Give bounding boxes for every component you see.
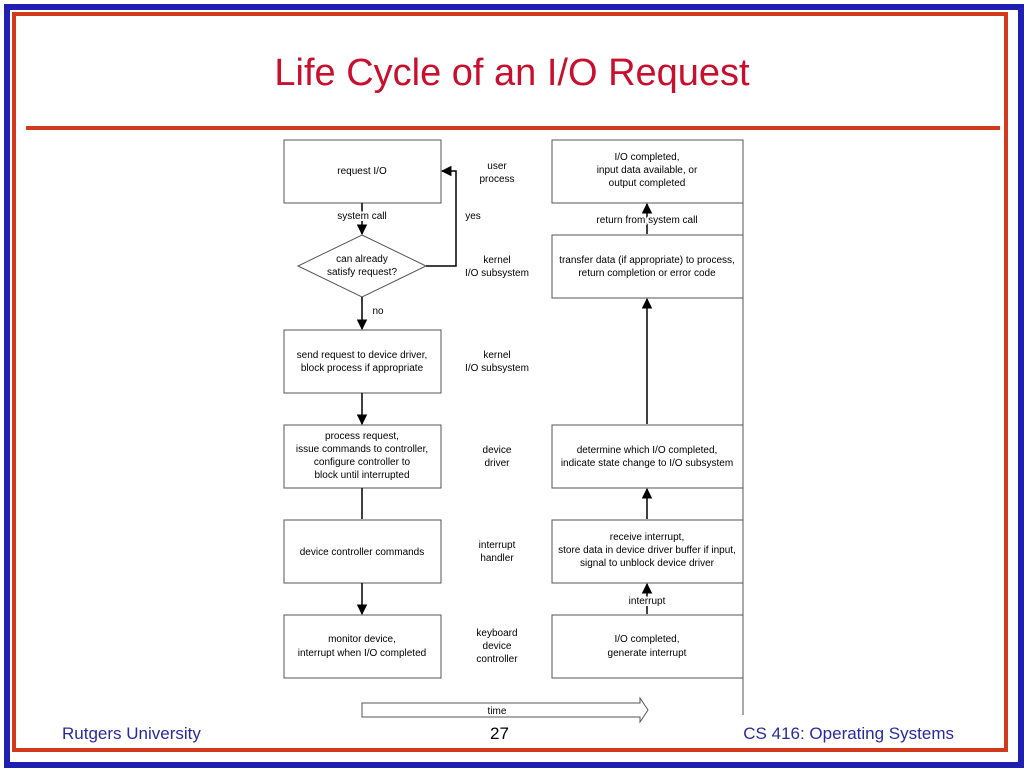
- right-box-generate-interrupt: I/O completed, generate interrupt: [551, 614, 744, 679]
- decision-diamond: can already satisfy request?: [296, 234, 428, 298]
- svg-text:output completed: output completed: [609, 178, 686, 189]
- svg-text:controller: controller: [476, 654, 518, 665]
- layer-label-kernel-1: kernel I/O subsystem: [465, 255, 529, 279]
- time-arrow: time: [361, 696, 649, 724]
- label-system-call: system call: [337, 211, 386, 222]
- footer-page-number: 27: [490, 724, 509, 743]
- layer-label-device-driver: device driver: [483, 445, 512, 469]
- svg-text:handler: handler: [480, 553, 514, 564]
- label-no: no: [372, 306, 384, 317]
- label-time: time: [488, 706, 507, 717]
- svg-text:process: process: [479, 174, 514, 185]
- svg-text:driver: driver: [484, 458, 510, 469]
- footer-institution: Rutgers University: [62, 724, 201, 743]
- svg-text:I/O subsystem: I/O subsystem: [465, 268, 529, 279]
- left-box-send-request: send request to device driver, block pro…: [283, 329, 442, 394]
- label-return-from-system-call: return from system call: [596, 215, 697, 226]
- right-box-io-completed: I/O completed, input data available, or …: [551, 139, 744, 204]
- left-box-monitor-device-line2: interrupt when I/O completed: [298, 648, 426, 659]
- svg-text:I/O completed,: I/O completed,: [614, 152, 679, 163]
- left-box-process-request: process request, issue commands to contr…: [283, 424, 442, 489]
- slide-title: Life Cycle of an I/O Request: [274, 52, 750, 94]
- svg-text:I/O completed,: I/O completed,: [614, 634, 679, 645]
- right-box-receive-interrupt: receive interrupt, store data in device …: [551, 519, 744, 584]
- layer-label-kernel-2: kernel I/O subsystem: [465, 350, 529, 374]
- left-box-send-request-line2: block process if appropriate: [301, 363, 424, 374]
- svg-text:store data in device driver bu: store data in device driver buffer if in…: [558, 545, 736, 556]
- left-box-process-request-line2: issue commands to controller,: [296, 444, 428, 455]
- svg-text:keyboard: keyboard: [476, 628, 517, 639]
- svg-text:transfer data (if appropriate): transfer data (if appropriate) to proces…: [559, 255, 735, 266]
- svg-text:determine which I/O completed,: determine which I/O completed,: [577, 445, 718, 456]
- title-underline: [26, 126, 1000, 130]
- svg-text:generate interrupt: generate interrupt: [608, 648, 687, 659]
- left-box-device-controller-commands-text: device controller commands: [300, 547, 425, 558]
- svg-text:input data available, or: input data available, or: [597, 165, 698, 176]
- label-yes: yes: [465, 211, 481, 222]
- svg-text:kernel: kernel: [483, 255, 510, 266]
- left-box-monitor-device: monitor device, interrupt when I/O compl…: [283, 614, 442, 679]
- arrow-yes-loop: [426, 165, 457, 267]
- svg-text:interrupt: interrupt: [479, 540, 516, 551]
- svg-text:receive interrupt,: receive interrupt,: [610, 532, 684, 543]
- decision-line1: can already: [336, 254, 388, 265]
- svg-text:device: device: [483, 641, 512, 652]
- left-box-device-controller-commands: device controller commands: [283, 519, 442, 584]
- decision-line2: satisfy request?: [327, 267, 397, 278]
- label-interrupt: interrupt: [629, 596, 666, 607]
- left-box-monitor-device-line1: monitor device,: [328, 634, 396, 645]
- left-box-process-request-line4: block until interrupted: [314, 470, 409, 481]
- outer-border: [4, 4, 1024, 768]
- layer-label-interrupt-handler: interrupt handler: [479, 540, 516, 564]
- svg-text:user: user: [487, 161, 507, 172]
- left-box-process-request-line1: process request,: [325, 431, 399, 442]
- footer-course: CS 416: Operating Systems: [743, 724, 954, 743]
- left-box-process-request-line3: configure controller to: [314, 457, 411, 468]
- svg-text:device: device: [483, 445, 512, 456]
- right-box-determine-io: determine which I/O completed, indicate …: [551, 424, 744, 489]
- left-box-request-io-text: request I/O: [337, 166, 387, 177]
- left-box-send-request-line1: send request to device driver,: [297, 350, 428, 361]
- svg-text:signal to unblock device drive: signal to unblock device driver: [580, 558, 715, 569]
- layer-label-keyboard-controller: keyboard device controller: [476, 628, 518, 665]
- right-box-transfer-data: transfer data (if appropriate) to proces…: [551, 234, 744, 299]
- svg-text:indicate state change to I/O s: indicate state change to I/O subsystem: [561, 458, 733, 469]
- svg-text:I/O subsystem: I/O subsystem: [465, 363, 529, 374]
- svg-text:kernel: kernel: [483, 350, 510, 361]
- inner-border: [12, 12, 1008, 752]
- svg-text:return completion or error cod: return completion or error code: [578, 268, 716, 279]
- left-box-request-io: request I/O: [283, 139, 442, 204]
- layer-label-user-process: user process: [479, 161, 514, 185]
